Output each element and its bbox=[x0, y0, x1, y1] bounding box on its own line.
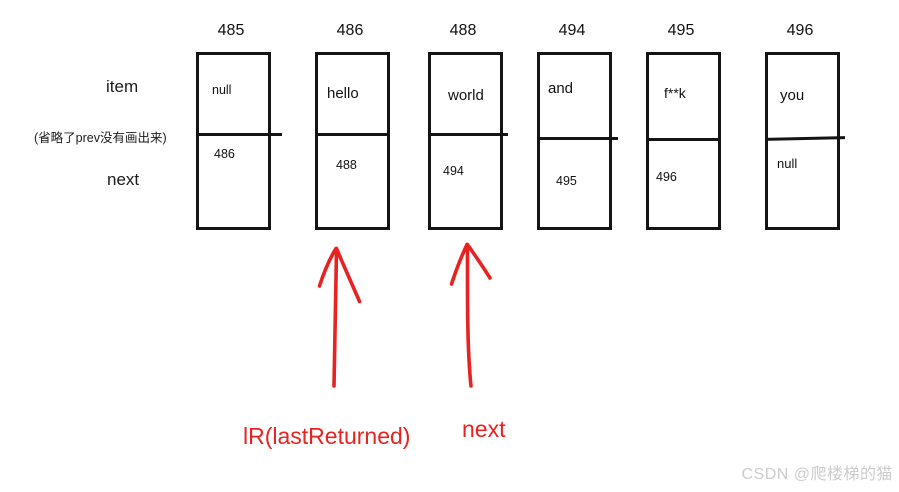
prev-omitted-note: (省略了prev没有画出来) bbox=[34, 131, 167, 145]
node-address: 485 bbox=[217, 22, 245, 39]
next-arrow-icon bbox=[449, 242, 492, 388]
node-box: null 486 bbox=[196, 52, 282, 230]
node-box: you null bbox=[764, 52, 846, 230]
node-485: 485 null 486 bbox=[196, 22, 282, 230]
node-box: world 494 bbox=[428, 52, 508, 230]
node-495: 495 f**k 496 bbox=[646, 22, 721, 230]
red-arrows bbox=[317, 242, 492, 388]
node-item-value: you bbox=[780, 87, 805, 104]
node-next-value: 495 bbox=[556, 174, 577, 188]
node-divider bbox=[537, 137, 618, 140]
next-pointer-label: next bbox=[462, 416, 506, 442]
node-divider bbox=[196, 133, 282, 136]
node-next-value: 488 bbox=[336, 158, 357, 172]
node-item-value: hello bbox=[327, 85, 359, 102]
node-next-value: 486 bbox=[214, 147, 235, 161]
node-next-value: null bbox=[777, 156, 798, 171]
node-item-value: null bbox=[212, 83, 232, 97]
node-address: 496 bbox=[786, 22, 814, 39]
node-divider bbox=[315, 133, 390, 136]
node-item-value: and bbox=[548, 80, 574, 97]
node-address: 495 bbox=[667, 22, 695, 39]
node-item-value: world bbox=[448, 87, 484, 104]
node-divider bbox=[764, 136, 846, 141]
node-494: 494 and 495 bbox=[537, 22, 618, 230]
node-next-value: 496 bbox=[656, 170, 677, 184]
node-box: hello 488 bbox=[315, 52, 390, 230]
node-address: 494 bbox=[558, 22, 586, 39]
node-item-value: f**k bbox=[664, 85, 686, 101]
node-486: 486 hello 488 bbox=[315, 22, 390, 230]
node-next-value: 494 bbox=[443, 164, 464, 178]
item-row-label: item bbox=[106, 77, 139, 96]
last-returned-arrow-icon bbox=[317, 246, 362, 388]
next-row-label: next bbox=[107, 170, 140, 189]
watermark: CSDN @爬楼梯的猫 bbox=[741, 466, 893, 483]
node-488: 488 world 494 bbox=[428, 22, 508, 230]
node-address: 488 bbox=[449, 22, 477, 39]
node-box: and 495 bbox=[537, 52, 618, 230]
node-divider bbox=[646, 138, 721, 141]
node-496: 496 you null bbox=[764, 22, 846, 230]
node-address: 486 bbox=[336, 22, 364, 39]
node-box: f**k 496 bbox=[646, 52, 721, 230]
last-returned-label: lR(lastReturned) bbox=[243, 423, 411, 449]
node-divider bbox=[428, 133, 508, 136]
